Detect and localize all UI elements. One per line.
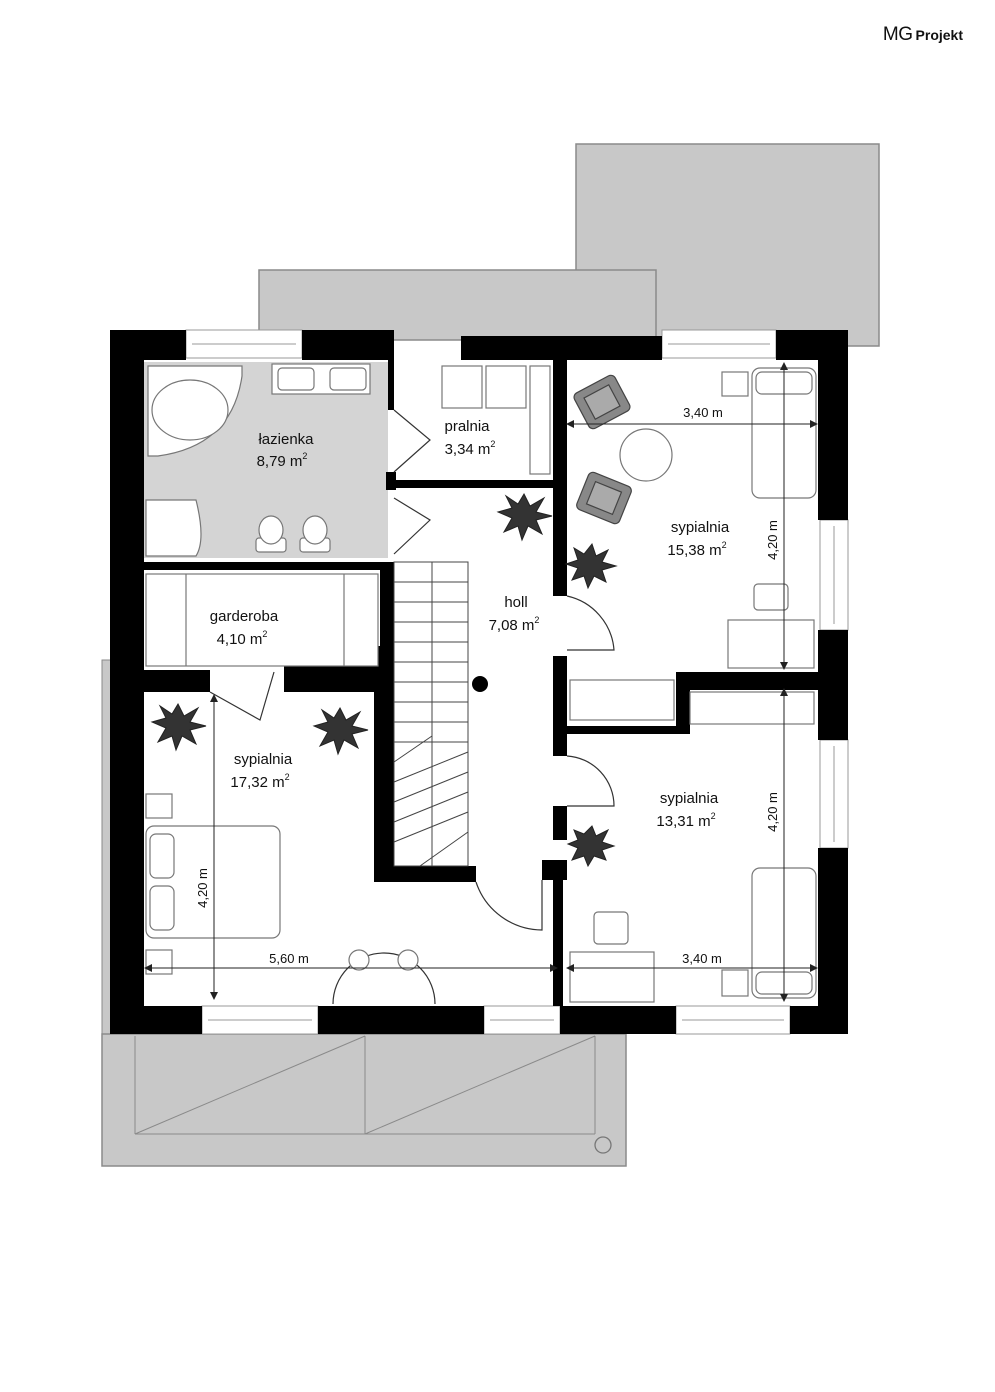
washing-machine xyxy=(441,365,483,409)
doors xyxy=(209,409,615,1005)
plant-icon xyxy=(312,706,369,756)
plant-icon xyxy=(566,825,616,868)
room-name-garderoba: garderoba xyxy=(210,608,279,625)
room-name-sypialnia-1: sypialnia xyxy=(234,751,293,768)
room-area-pralnia: 3,34 m2 xyxy=(445,439,496,458)
dim-left-width: 5,60 m xyxy=(269,951,309,966)
bed xyxy=(145,825,281,939)
room-area-sypialnia-1: 17,32 m2 xyxy=(230,772,289,791)
dimension-arrows xyxy=(144,362,818,1002)
room-area-holl: 7,08 m2 xyxy=(489,615,540,634)
room-area-garderoba: 4,10 m2 xyxy=(217,629,268,648)
newel-post xyxy=(472,676,488,692)
brand-mark: MG xyxy=(882,24,913,45)
desk xyxy=(569,951,655,1003)
room-area-lazienka: 8,79 m2 xyxy=(257,451,308,470)
plants xyxy=(150,492,618,868)
dim-lower-right-depth: 4,20 m xyxy=(765,792,780,832)
dim-left-depth: 4,20 m xyxy=(195,868,210,908)
brand-name: Projekt xyxy=(915,27,963,43)
windows xyxy=(185,329,849,1035)
plant-icon xyxy=(564,542,618,590)
room-area-sypialnia-2: 15,38 m2 xyxy=(667,540,726,559)
dim-upper-right-depth: 4,20 m xyxy=(765,520,780,560)
dimension-labels: 3,40 m 4,20 m 4,20 m 3,40 m 4,20 m 5,60 … xyxy=(195,404,780,966)
roof-top-center xyxy=(258,269,657,341)
desk xyxy=(727,619,815,669)
dimension-lines xyxy=(146,364,816,1000)
plant-icon xyxy=(150,702,207,752)
roof-bottom xyxy=(101,1033,627,1167)
shower xyxy=(145,499,202,557)
room-area-sypialnia-3: 13,31 m2 xyxy=(656,811,715,830)
fixtures xyxy=(145,363,817,1003)
staircase xyxy=(393,561,469,867)
wardrobe xyxy=(145,573,379,667)
round-table xyxy=(619,428,673,482)
dim-upper-right-width: 3,40 m xyxy=(683,405,723,420)
room-name-pralnia: pralnia xyxy=(444,418,490,435)
plant-icon xyxy=(496,492,553,542)
room-name-sypialnia-3: sypialnia xyxy=(660,790,719,807)
downpipe-icon xyxy=(594,1136,612,1154)
armchairs xyxy=(573,374,632,525)
room-name-holl: holl xyxy=(504,594,527,611)
room-name-lazienka: łazienka xyxy=(258,431,314,448)
dim-lower-right-width: 3,40 m xyxy=(682,951,722,966)
room-labels: łazienka 8,79 m2 pralnia 3,34 m2 holl 7,… xyxy=(210,418,730,830)
roofs xyxy=(101,143,880,1167)
room-name-sypialnia-2: sypialnia xyxy=(671,519,730,536)
